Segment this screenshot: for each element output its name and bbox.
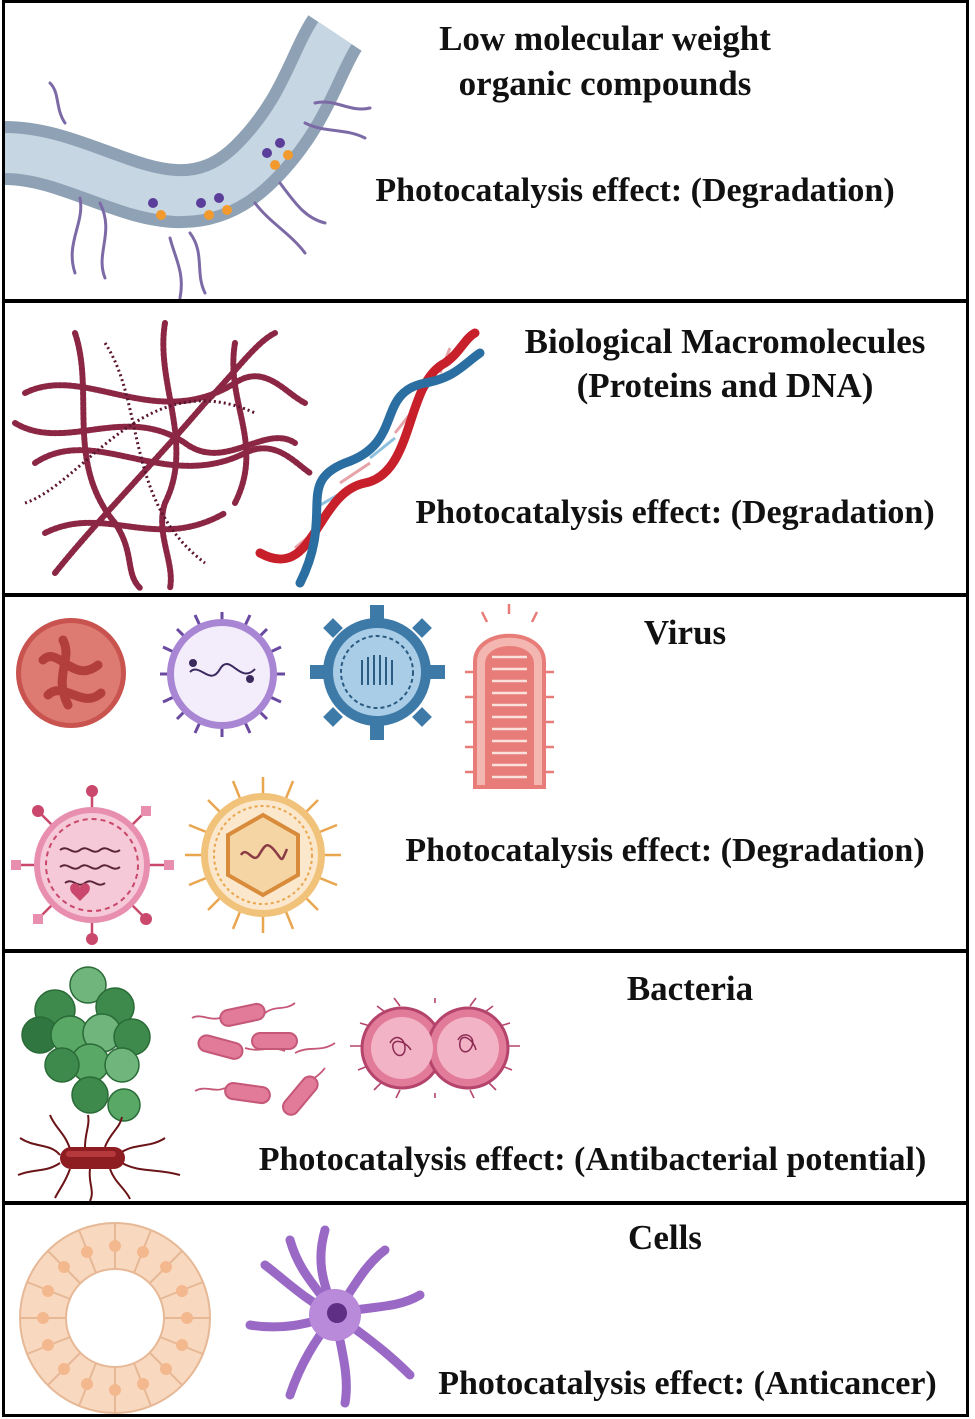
bacillus-icon [191, 1002, 336, 1116]
herpesvirus-icon [185, 777, 341, 933]
panel-title-line1: Biological Macromolecules [524, 322, 926, 361]
panel-organic-compounds: Low molecular weight organic compounds P… [2, 0, 969, 302]
photocatalysis-effect: Photocatalysis effect: (Degradation) [375, 172, 895, 209]
panel-virus: Virus Photocatalysis effect: (Degradatio… [2, 594, 969, 952]
panel-title-line2: organic compounds [458, 64, 752, 103]
panel-title-line2: (Proteins and DNA) [576, 366, 874, 405]
panel-title-line1: Low molecular weight [439, 19, 771, 58]
photocatalysis-effect: Photocatalysis effect: (Degradation) [405, 832, 925, 869]
photocatalysis-effect: Photocatalysis effect: (Antibacterial po… [258, 1141, 927, 1178]
photocatalysis-effect: Photocatalysis effect: (Degradation) [415, 494, 935, 531]
retrovirus-icon [11, 785, 174, 945]
protein-network-icon [12, 320, 313, 591]
panel-cells: Cells Photocatalysis effect: (Anticancer… [2, 1202, 969, 1417]
panel-title: Bacteria [626, 969, 754, 1008]
influenza-virus-icon [160, 612, 285, 737]
panel-macromolecules: Biological Macromolecules (Proteins and … [2, 300, 969, 596]
dendritic-cell-icon [245, 1225, 425, 1408]
epithelial-cell-ring-icon [19, 1222, 211, 1414]
panel-title: Cells [628, 1218, 702, 1257]
panel-title: Virus [643, 613, 727, 652]
diplococcus-icon [350, 997, 520, 1099]
rotavirus-icon [16, 618, 126, 728]
coccus-cluster-icon [21, 966, 151, 1122]
coronavirus-icon [310, 605, 445, 740]
organic-molecule-icon [148, 138, 293, 220]
panel-bacteria: Bacteria Photocatalysis effect: (Antibac… [2, 950, 969, 1204]
dna-helix-icon [255, 328, 485, 588]
flagellated-bacterium-icon [17, 1114, 181, 1201]
membrane-icon [5, 15, 372, 299]
rhabdovirus-icon [465, 604, 554, 789]
photocatalysis-effect: Photocatalysis effect: (Anticancer) [438, 1365, 937, 1402]
